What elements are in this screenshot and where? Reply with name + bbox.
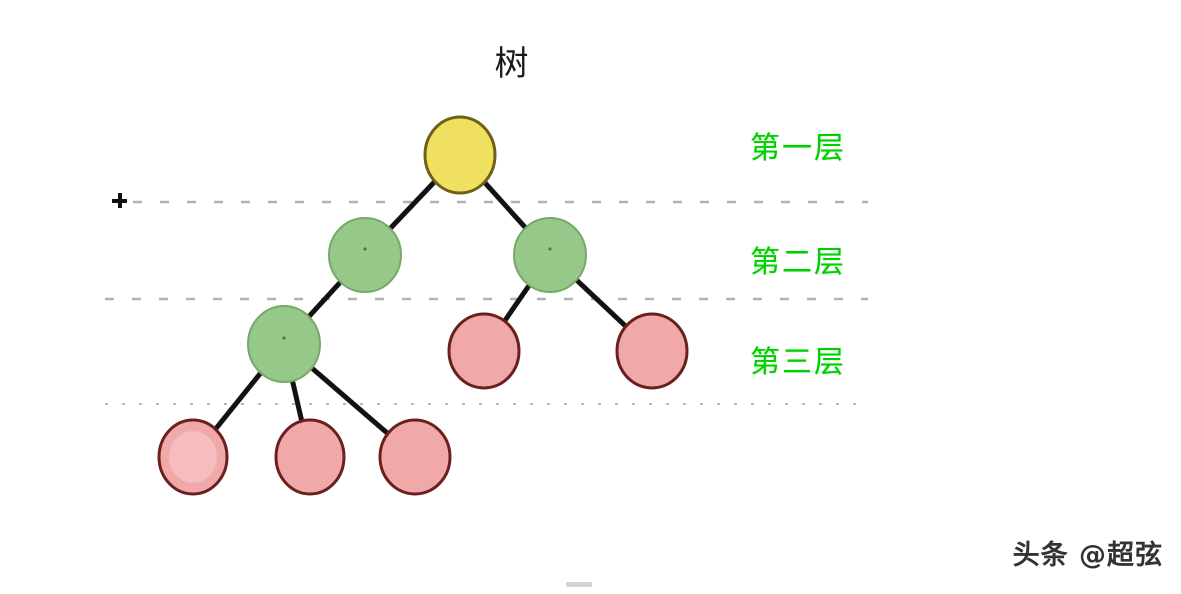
tree-edge-g-r-to-p-r1 <box>501 282 533 325</box>
tree-edge-g-r-to-p-r2 <box>573 276 629 330</box>
level-divider-lines <box>105 200 868 405</box>
node-selection-highlight <box>169 431 217 483</box>
artifact-smudge <box>566 582 592 587</box>
crosshair-cursor-icon <box>112 193 127 208</box>
node-center-dot <box>363 247 367 251</box>
node-shape <box>247 305 321 383</box>
node-shape <box>378 418 452 496</box>
tree-node-root[interactable] <box>423 115 497 195</box>
node-shape <box>615 312 689 390</box>
tree-edge-root-to-g-r <box>481 178 529 232</box>
tree-edge-root-to-g-l <box>386 178 439 232</box>
tree-edge-g-l1-to-p-b1 <box>212 369 264 433</box>
node-shape <box>423 115 497 195</box>
node-shape <box>274 418 346 496</box>
tree-node-p-r2[interactable] <box>615 312 689 390</box>
tree-node-p-b1[interactable] <box>157 418 229 496</box>
tree-edge-g-l1-to-p-b3 <box>308 364 391 437</box>
tree-edges <box>212 178 629 437</box>
node-shape <box>447 312 521 390</box>
tree-node-g-r[interactable] <box>513 217 587 293</box>
node-center-dot <box>548 247 552 251</box>
tree-edge-g-l1-to-p-b2 <box>289 377 305 425</box>
page-title: 树 <box>494 44 530 84</box>
node-shape <box>328 217 402 293</box>
watermark-text: 头条 @超弦 <box>1012 540 1163 571</box>
tree-node-p-b2[interactable] <box>274 418 346 496</box>
node-center-dot <box>282 336 286 340</box>
node-shape <box>513 217 587 293</box>
tree-node-g-l[interactable] <box>328 217 402 293</box>
tree-node-p-r1[interactable] <box>447 312 521 390</box>
tree-node-g-l1[interactable] <box>247 305 321 383</box>
tree-node-p-b3[interactable] <box>378 418 452 496</box>
layer-label-3: 第三层 <box>750 345 846 380</box>
tree-nodes <box>157 115 689 496</box>
layer-label-1: 第一层 <box>750 131 846 166</box>
layer-label-2: 第二层 <box>750 245 846 280</box>
tree-edge-g-l-to-g-l1 <box>305 278 344 320</box>
